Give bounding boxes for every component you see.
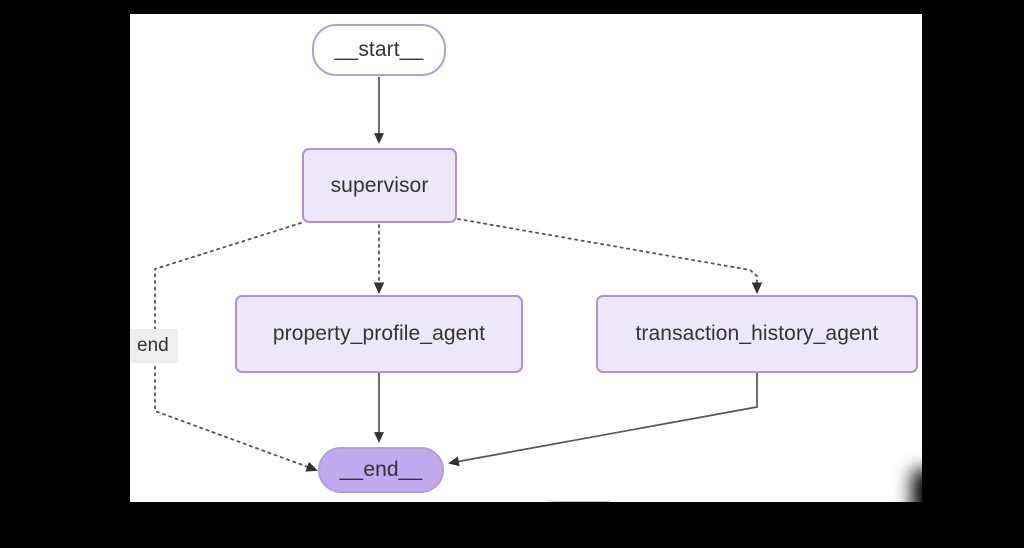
edge-label-end: end (130, 329, 178, 363)
letterbox-top (0, 0, 1024, 14)
edge-transaction-history-agent-to-end (448, 373, 758, 467)
node-supervisor[interactable]: supervisor (302, 148, 457, 223)
letterbox-bottom (0, 502, 1024, 548)
edge-supervisor-to-transaction-history-agent (457, 218, 763, 295)
letterbox-left (0, 0, 130, 548)
graph-canvas: __start__ supervisor property_profile_ag… (130, 14, 922, 502)
letterbox-right (922, 0, 1024, 548)
node-property-profile-agent[interactable]: property_profile_agent (235, 295, 523, 373)
node-start[interactable]: __start__ (312, 24, 446, 76)
node-end[interactable]: __end__ (318, 447, 444, 493)
node-transaction-history-agent[interactable]: transaction_history_agent (596, 295, 918, 373)
occluder-band-shape (912, 470, 1024, 548)
graph-edges-layer (154, 77, 763, 472)
